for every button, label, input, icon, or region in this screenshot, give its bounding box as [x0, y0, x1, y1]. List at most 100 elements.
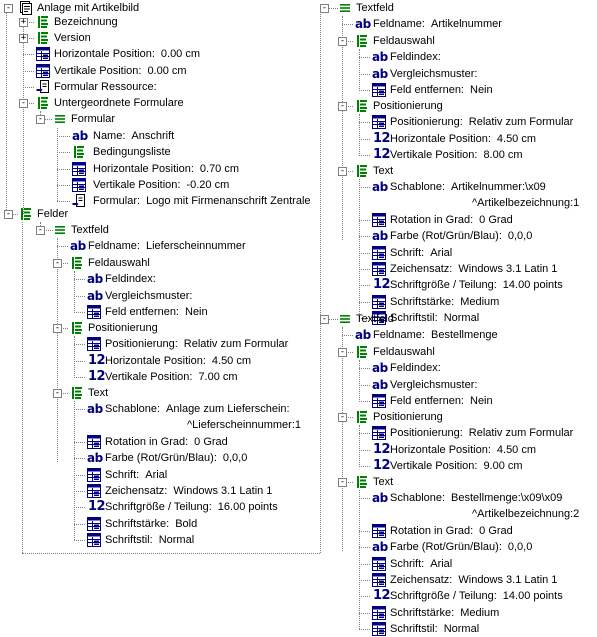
tree-node-label[interactable]: Schablone:Anlage zum Lieferschein: [105, 401, 290, 417]
tree-node-label[interactable]: Vergleichsmuster: [390, 377, 477, 393]
tree-node-label[interactable]: Feldname:Bestellmenge [373, 327, 498, 343]
tree-node-label[interactable]: Vergleichsmuster: [105, 288, 192, 304]
tree-node-label[interactable]: Untergeordnete Formulare [54, 95, 184, 111]
tree-node-label[interactable]: Vertikale Position:-0.20 cm [93, 177, 229, 193]
property-label: Textfeld [71, 224, 109, 236]
property-grid-icon [372, 311, 386, 325]
tree-node-label[interactable]: Vergleichsmuster: [390, 66, 477, 82]
tree-node-label[interactable]: Feldindex: [390, 49, 441, 65]
tree-node-label[interactable]: Version [54, 30, 91, 46]
tree-node-label[interactable]: Vertikale Position:7.00 cm [105, 369, 238, 385]
tree-node-label[interactable]: Schriftstärke:Bold [105, 516, 197, 532]
tree-node-label[interactable]: Feld entfernen:Nein [105, 304, 208, 320]
tree-node-label[interactable]: Bezeichnung [54, 14, 118, 30]
tree-node-label[interactable]: Positionierung:Relativ zum Formular [105, 336, 288, 352]
tree-node-label[interactable]: Vertikale Position:0.00 cm [54, 63, 187, 79]
property-value: 0,0,0 [507, 541, 533, 553]
property-label: Feldauswahl [373, 346, 435, 358]
tree-node-label[interactable]: Horizontale Position:4.50 cm [390, 442, 536, 458]
tree-node-label[interactable]: Schablone:Artikelnummer:\x09 [390, 179, 546, 195]
tree-node-label[interactable]: Schriftstil:Normal [105, 532, 194, 548]
tree-node-label[interactable]: Formular:Logo mit Firmenanschrift Zentra… [93, 193, 311, 209]
tree-node-label[interactable]: Schrift:Arial [105, 467, 167, 483]
tree-node-label[interactable]: Positionierung [373, 409, 443, 425]
form-document-icon [19, 1, 33, 15]
tree-node-label[interactable]: Positionierung [373, 98, 443, 114]
tree-node-label[interactable]: Schriftstil:Normal [390, 621, 479, 637]
collapse-toggle[interactable]: - [4, 3, 13, 13]
property-label: Positionierung [373, 100, 443, 112]
tree-node-label[interactable]: Horizontale Position:4.50 cm [390, 131, 536, 147]
tree-node-label[interactable]: Rotation in Grad:0 Grad [390, 212, 513, 228]
property-value: 0.00 cm [160, 48, 201, 60]
green-list-icon [355, 345, 369, 359]
tree-node-label[interactable]: Bedingungsliste [93, 144, 171, 160]
tree-node-label[interactable]: Positionierung:Relativ zum Formular [390, 425, 573, 441]
tree-node-label[interactable]: Feldindex: [390, 360, 441, 376]
tree-node-label[interactable]: Feld entfernen:Nein [390, 82, 493, 98]
property-value: Nein [185, 306, 208, 318]
tree-node-label[interactable]: Horizontale Position:0.00 cm [54, 46, 200, 62]
property-label: Zeichensatz: [105, 485, 168, 497]
tree-node-label[interactable]: Vertikale Position:9.00 cm [390, 458, 523, 474]
tree-node-label[interactable]: Positionierung:Relativ zum Formular [390, 114, 573, 130]
tree-node-label[interactable]: Felder [37, 206, 68, 222]
tree-node-label[interactable]: Feldauswahl [373, 33, 435, 49]
tree-node-label[interactable]: Rotation in Grad:0 Grad [105, 434, 228, 450]
tree-node-label[interactable]: Farbe (Rot/Grün/Blau):0,0,0 [390, 539, 532, 555]
tree-node-label[interactable]: Schrift:Arial [390, 245, 452, 261]
tree-connector [359, 114, 360, 154]
tree-node-label[interactable]: Formular [71, 111, 115, 127]
tree-node-label[interactable]: Text [88, 385, 108, 401]
tree-node-label[interactable]: Name:Anschrift [93, 128, 174, 144]
tree-node-label[interactable]: Zeichensatz:Windows 3.1 Latin 1 [390, 572, 557, 588]
properties-tree: - Anlage mit Artikelbild + Bezeichnung + Vers… [4, 0, 579, 636]
expand-toggle[interactable]: + [19, 17, 28, 27]
property-value: Normal [158, 534, 195, 546]
property-label: Schablone: [390, 492, 446, 504]
property-value: 14.00 points [502, 279, 563, 291]
tree-node-label[interactable]: Feldindex: [105, 271, 156, 287]
tree-node-label[interactable]: Formular Ressource: [54, 79, 157, 95]
tree-node-label[interactable]: Textfeld [356, 311, 394, 327]
tree-node-label[interactable]: Feldauswahl [88, 255, 150, 271]
tree-node-label[interactable]: Schriftstärke:Medium [390, 294, 499, 310]
collapse-toggle[interactable]: - [36, 114, 45, 124]
tree-node-label[interactable]: Feldauswahl [373, 344, 435, 360]
tree-node-label[interactable]: Farbe (Rot/Grün/Blau):0,0,0 [390, 228, 532, 244]
tree-node-label[interactable]: Textfeld [356, 0, 394, 16]
tree-node-label[interactable]: Schablone:Bestellmenge:\x09\x09 [390, 490, 562, 506]
property-grid-icon [372, 557, 386, 571]
tree-node-label[interactable]: Schriftgröße / Teilung:14.00 points [390, 588, 563, 604]
tree-node-label[interactable]: Feldname:Artikelnummer [373, 16, 502, 32]
tree-node-label[interactable]: Zeichensatz:Windows 3.1 Latin 1 [390, 261, 557, 277]
tree-node-label[interactable]: Positionierung [88, 320, 158, 336]
property-label: Feldname: [88, 240, 140, 252]
tree-node-label[interactable]: Text [373, 474, 393, 490]
tree-node-label[interactable]: Schrift:Arial [390, 556, 452, 572]
tree-node-label[interactable]: Rotation in Grad:0 Grad [390, 523, 513, 539]
tree-node-label[interactable]: Schriftgröße / Teilung:14.00 points [390, 277, 563, 293]
collapse-toggle[interactable]: - [4, 209, 13, 219]
collapse-toggle[interactable]: - [19, 98, 28, 108]
tree-node-label[interactable]: Textfeld [71, 222, 109, 238]
tree-node-label[interactable]: Farbe (Rot/Grün/Blau):0,0,0 [105, 450, 247, 466]
tree-node-label[interactable]: Text [373, 163, 393, 179]
expand-toggle[interactable]: + [19, 33, 28, 43]
property-label: Schriftstärke: [390, 607, 455, 619]
tree-node-label[interactable]: Zeichensatz:Windows 3.1 Latin 1 [105, 483, 272, 499]
tree-node-label[interactable]: Vertikale Position:8.00 cm [390, 147, 523, 163]
tree-node-label[interactable]: Schriftgröße / Teilung:16.00 points [105, 499, 278, 515]
tree-node-label[interactable]: Schriftstärke:Medium [390, 605, 499, 621]
property-label: Formular Ressource: [54, 81, 157, 93]
tree-connector [74, 540, 85, 541]
tree-node-label[interactable]: Schriftstil:Normal [390, 310, 479, 326]
tree-node-label[interactable]: Feld entfernen:Nein [390, 393, 493, 409]
tree-connector [74, 361, 85, 362]
tree-node-label[interactable]: Anlage mit Artikelbild [37, 0, 139, 16]
property-value: 0.70 cm [199, 163, 240, 175]
tree-node-label[interactable]: Horizontale Position:0.70 cm [93, 161, 239, 177]
tree-node-label[interactable]: Feldname:Lieferscheinnummer [88, 238, 246, 254]
tree-node-label[interactable]: Horizontale Position:4.50 cm [105, 353, 251, 369]
tree-connector [61, 393, 68, 394]
